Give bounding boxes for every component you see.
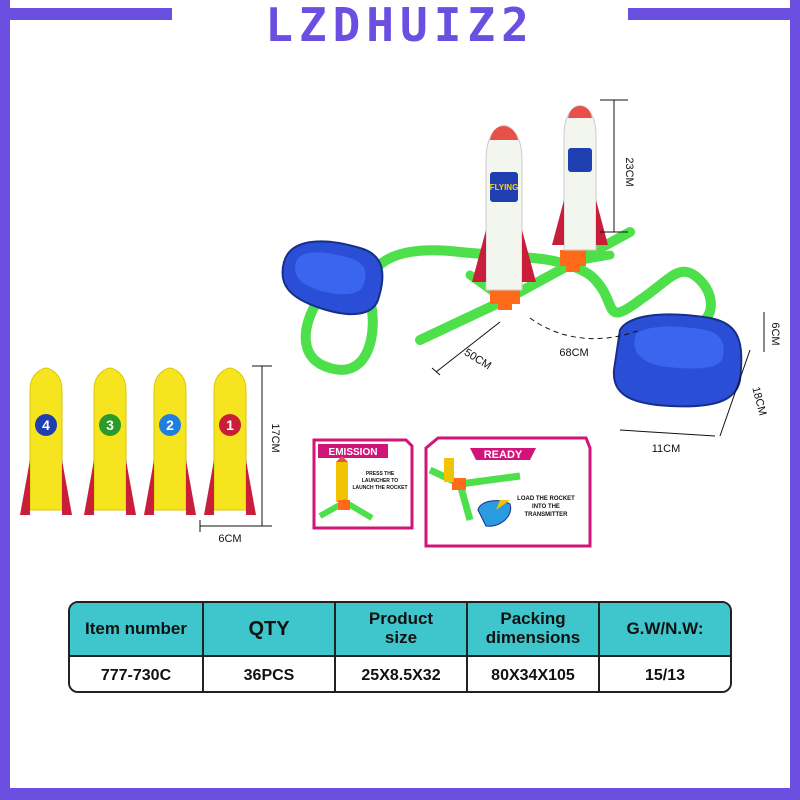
frame-border-left (0, 0, 10, 800)
ready-text-line: TRANSMITTER (525, 512, 569, 518)
dim-tube-right: 68CM (559, 347, 588, 359)
dim-small-width: 6CM (218, 533, 241, 545)
right-air-pad (612, 313, 743, 408)
dim-tube-left: 50CM (462, 347, 493, 373)
ready-text-line: INTO THE (532, 504, 560, 510)
frame-border-right (790, 0, 800, 800)
emission-text-line: LAUNCH THE ROCKET (353, 485, 408, 491)
small-rocket-2: 2 (144, 367, 196, 515)
left-air-pad (281, 240, 384, 316)
cell-product-size: 25X8.5X32 (336, 657, 468, 691)
header-weight: G.W/N.W: (626, 618, 704, 638)
small-rocket-3: 3 (84, 367, 136, 515)
cell-weight: 15/13 (644, 667, 686, 685)
small-rockets: 4 3 2 1 (20, 365, 281, 545)
dim-pad-length: 18CM (749, 385, 768, 416)
cell-qty: 36PCS (204, 657, 336, 691)
cell-item-number: 777-730C (70, 657, 204, 691)
big-rocket-label: FLYING (490, 183, 519, 192)
emission-text-line: LAUNCHER TO (362, 478, 398, 484)
big-rocket-front: FLYING (472, 125, 536, 291)
dim-pad-width: 11CM (652, 443, 681, 455)
frame-border-top-left (0, 8, 172, 20)
small-rocket-1: 1 (204, 367, 256, 515)
small-rocket-number: 1 (226, 417, 234, 433)
ready-text-line: LOAD THE ROCKET (517, 496, 575, 502)
ready-title: READY (484, 449, 523, 461)
header-qty: QTY (204, 603, 336, 655)
cell-packing-dimensions: 80X34X105 (468, 657, 600, 691)
spec-table-row: 777-730C 36PCS 25X8.5X32 80X34X105 15/13 (70, 655, 730, 691)
dim-rocket-height: 23CM (623, 157, 635, 186)
small-rocket-number: 4 (42, 417, 50, 433)
dim-small-height: 17CM (269, 423, 281, 452)
small-rocket-number: 3 (106, 417, 114, 433)
frame-border-top-right (628, 8, 800, 20)
emission-title: EMISSION (329, 447, 378, 458)
big-rocket-back (552, 105, 608, 251)
emission-card: EMISSION PRESS THE LAUNCHER TO LAUNCH TH… (312, 438, 414, 530)
small-rocket-number: 2 (166, 417, 174, 433)
header-item-number: Item number (70, 603, 204, 655)
emission-text-line: PRESS THE (366, 471, 395, 477)
brand-title: LZDHUIZ2 (265, 0, 535, 52)
product-illustration: FLYING 23CM 50CM 68CM 11CM 18CM (20, 99, 781, 548)
ready-card: READY LOAD THE ROCKET INTO THE TRANSMITT… (424, 436, 592, 548)
frame-border-bottom (0, 788, 800, 800)
small-rocket-4: 4 (20, 367, 72, 515)
dim-pad-depth: 6CM (769, 322, 781, 345)
